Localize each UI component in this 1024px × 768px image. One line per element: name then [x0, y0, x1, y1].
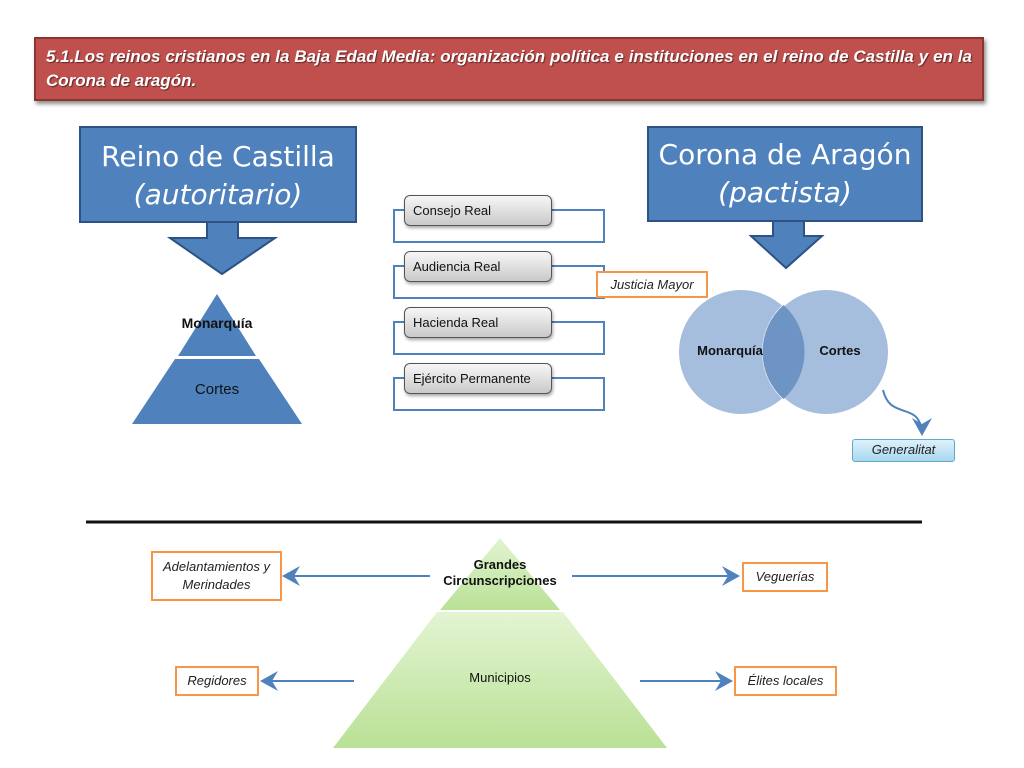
regidores-box: Regidores: [175, 666, 259, 696]
territorial-pyramid: [333, 538, 667, 748]
aragon-name: Corona de Aragón: [658, 138, 912, 171]
aragon-monarquia-label: Monarquía: [697, 343, 763, 358]
castilla-name: Reino de Castilla: [101, 140, 335, 173]
adelantamientos-box: Adelantamientos y Merindades: [151, 551, 282, 601]
institution-consejo-real: Consejo Real: [404, 195, 552, 226]
generalitat-box: Generalitat: [852, 439, 955, 462]
municipios-label: Municipios: [469, 670, 531, 685]
castilla-pyramid: [132, 294, 302, 424]
page-title: 5.1.Los reinos cristianos en la Baja Eda…: [34, 37, 984, 101]
castilla-title: Reino de Castilla (autoritario): [80, 138, 356, 214]
territorial-arrows: [260, 566, 740, 691]
castilla-type: (autoritario): [133, 178, 303, 211]
aragon-venn: [677, 288, 890, 416]
institution-hacienda-real: Hacienda Real: [404, 307, 552, 338]
grandes-circunscripciones-label: Grandes Circunscripciones: [443, 557, 557, 588]
elites-locales-box: Élites locales: [734, 666, 837, 696]
aragon-cortes-label: Cortes: [819, 343, 861, 358]
aragon-banner: [647, 126, 923, 270]
institution-ejercito-permanente: Ejército Permanente: [404, 363, 552, 394]
aragon-title: Corona de Aragón (pactista): [648, 136, 922, 212]
institution-audiencia-real: Audiencia Real: [404, 251, 552, 282]
institution-brackets: [393, 209, 605, 411]
cortes-to-generalitat-arrow: [882, 389, 932, 436]
justicia-mayor-box: Justicia Mayor: [596, 271, 708, 298]
aragon-type: (pactista): [718, 176, 852, 209]
castilla-banner: [79, 126, 357, 276]
veguerias-box: Veguerías: [742, 562, 828, 592]
castilla-monarquia-label: Monarquía: [181, 315, 253, 331]
castilla-cortes-label: Cortes: [194, 381, 240, 398]
